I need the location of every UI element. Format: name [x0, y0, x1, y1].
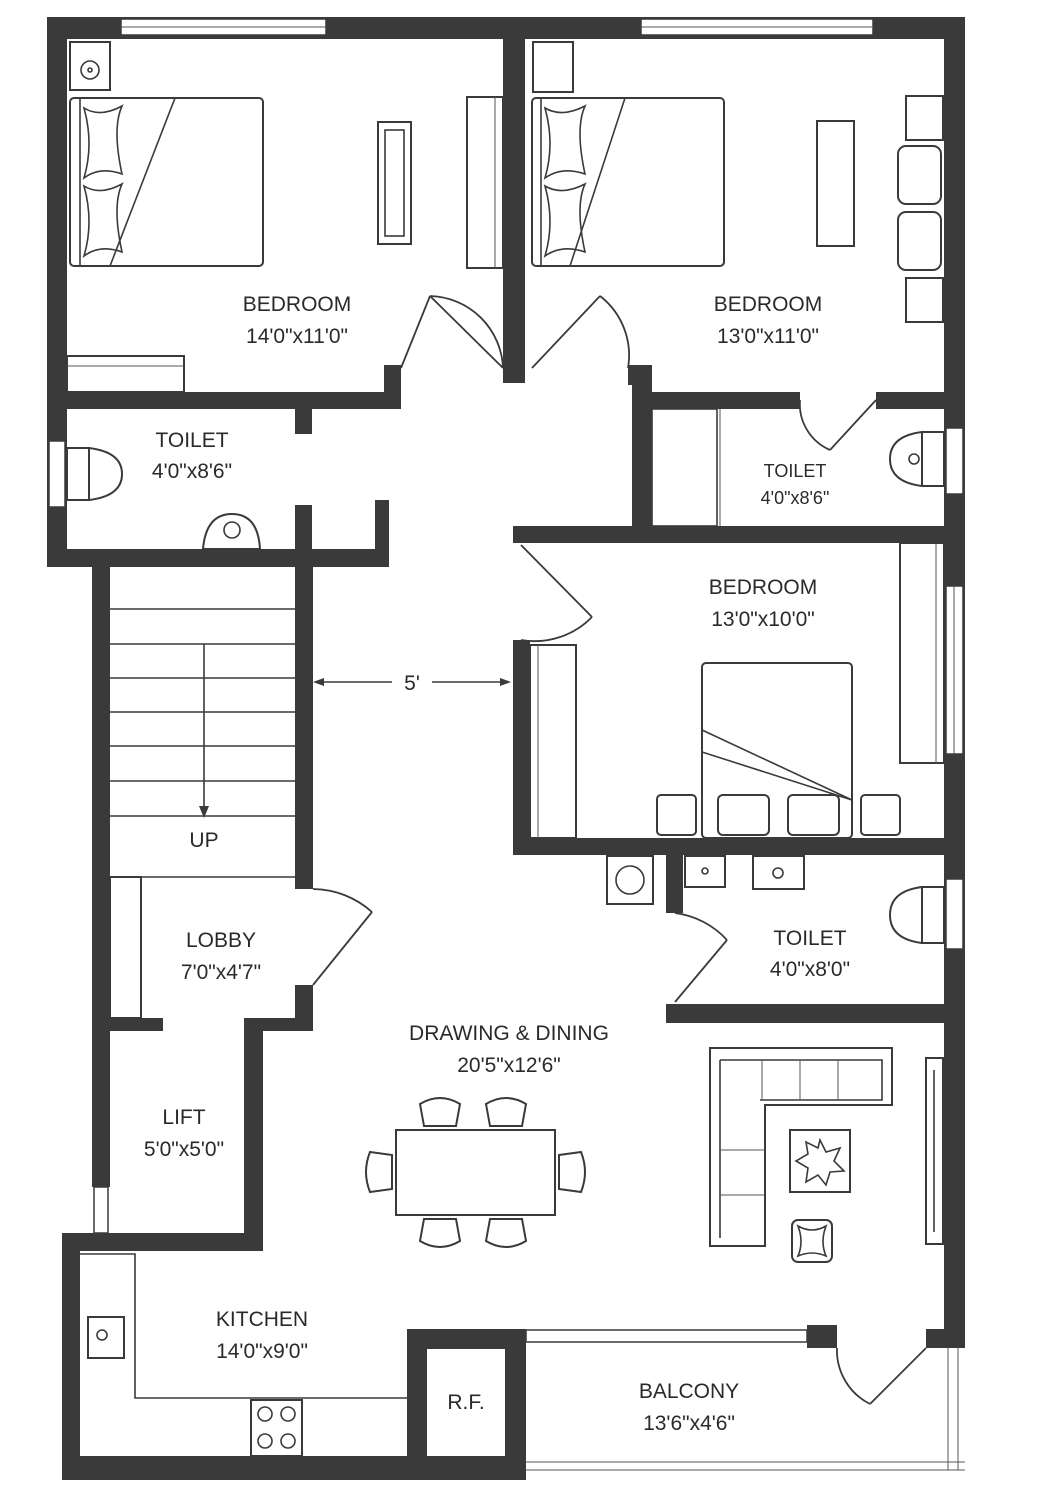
wardrobe-icon	[529, 644, 577, 839]
chair-icon	[905, 277, 944, 323]
bedroom1-size: 14'0"x11'0"	[246, 325, 348, 348]
lift-size: 5'0"x5'0"	[144, 1138, 224, 1161]
toilet1-size: 4'0"x8'6"	[152, 460, 232, 483]
side-table-icon	[532, 41, 574, 93]
toilet3-name: TOILET	[773, 927, 846, 950]
lift-name: LIFT	[162, 1106, 205, 1129]
washbasin-icon	[201, 512, 262, 550]
bed-icon	[69, 97, 264, 267]
window-icon	[48, 440, 66, 508]
door-icon	[312, 888, 373, 986]
bedroom2-name: BEDROOM	[714, 293, 823, 316]
chair-icon	[905, 95, 944, 141]
wardrobe-icon	[466, 96, 504, 269]
bedroom1-name: BEDROOM	[243, 293, 352, 316]
drawing-dining-size: 20'5"x12'6"	[457, 1054, 561, 1077]
toilet2-size: 4'0"x8'6"	[761, 488, 830, 508]
door-icon	[798, 399, 877, 451]
study-table-icon	[66, 355, 185, 393]
stairs-up-label: UP	[189, 829, 218, 852]
pillow-icon	[787, 794, 840, 836]
staircase-icon	[110, 608, 295, 878]
bench-icon	[377, 121, 412, 245]
table-icon	[816, 120, 855, 247]
door-icon	[400, 295, 504, 369]
windows	[48, 18, 965, 1471]
door-icon	[520, 544, 593, 643]
kitchen-counter	[80, 1253, 407, 1399]
wardrobe-icon	[899, 542, 945, 764]
dimension-arrow	[313, 678, 511, 686]
washbasin-icon	[684, 855, 726, 888]
passage-dimension: 5'	[404, 672, 420, 695]
toilet-icon	[66, 446, 124, 502]
toilet-icon	[888, 885, 945, 945]
toilet-icon	[888, 430, 945, 488]
window-icon	[945, 427, 964, 495]
side-table-icon	[656, 794, 697, 836]
lobby-size: 7'0"x4'7"	[181, 961, 261, 984]
drawing-dining-name: DRAWING & DINING	[409, 1022, 609, 1045]
washing-machine-icon	[606, 855, 654, 905]
armchair-icon	[791, 1219, 833, 1263]
chair-icon	[897, 145, 942, 205]
kitchen-size: 14'0"x9'0"	[216, 1340, 308, 1363]
bed-icon	[531, 97, 725, 267]
sofa-icon	[709, 1047, 893, 1247]
balcony-size: 13'6"x4'6"	[643, 1412, 735, 1435]
toilet1-name: TOILET	[155, 429, 228, 452]
side-table-icon	[69, 41, 111, 91]
doors	[312, 295, 927, 1405]
door-icon	[674, 912, 728, 1003]
labels: BEDROOM 14'0"x11'0" BEDROOM 13'0"x11'0" …	[144, 293, 850, 1435]
side-table-icon	[860, 794, 901, 836]
balcony-name: BALCONY	[639, 1380, 739, 1403]
chair-icon	[897, 211, 942, 271]
lobby-name: LOBBY	[186, 929, 256, 952]
stove-icon	[250, 1399, 303, 1457]
rf-label: R.F.	[447, 1391, 484, 1414]
door-icon	[836, 1347, 927, 1405]
dining-table-icon	[365, 1097, 586, 1248]
furniture	[66, 41, 945, 1457]
bedroom2-size: 13'0"x11'0"	[717, 325, 819, 348]
door-icon	[531, 295, 630, 369]
toilet2-name: TOILET	[764, 461, 827, 481]
window-icon	[945, 878, 964, 950]
bedroom3-name: BEDROOM	[709, 576, 818, 599]
kitchen-name: KITCHEN	[216, 1308, 308, 1331]
walls	[47, 17, 965, 1480]
bedroom3-size: 13'0"x10'0"	[711, 608, 815, 631]
washbasin-icon	[752, 855, 805, 890]
window-icon	[93, 1186, 109, 1234]
toilet3-size: 4'0"x8'0"	[770, 958, 850, 981]
pillow-icon	[717, 794, 770, 836]
shoe-rack-icon	[109, 876, 142, 1019]
